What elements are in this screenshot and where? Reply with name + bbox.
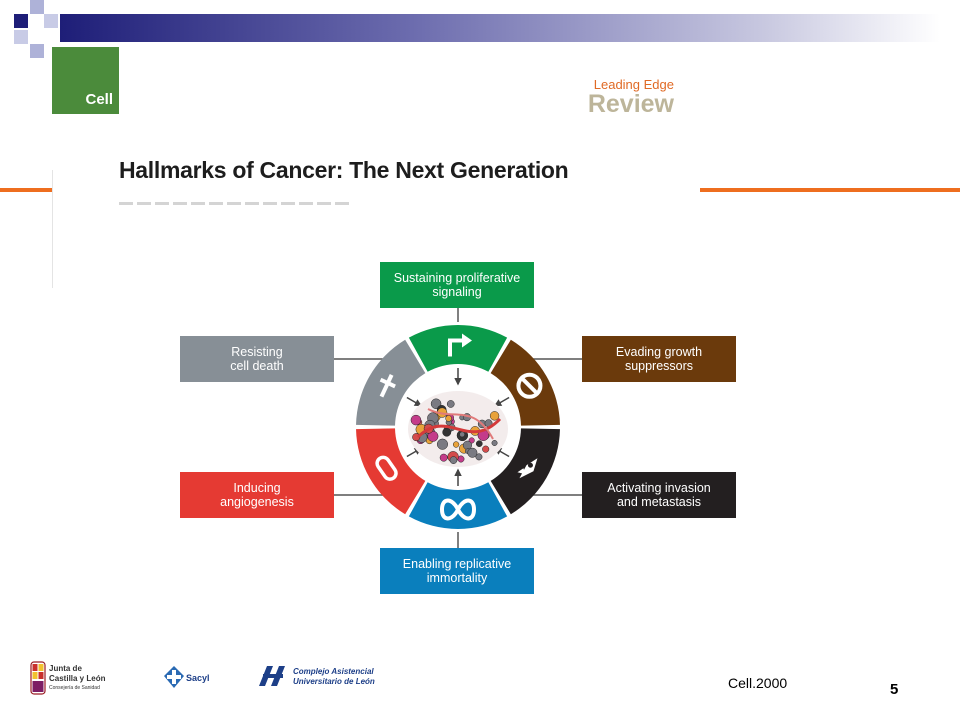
blood-vessel (427, 408, 494, 440)
tumor-cell (452, 441, 460, 448)
tumor-cell (446, 400, 455, 408)
connector-lines (334, 308, 582, 548)
sacyl-logo: Sacyl (162, 664, 222, 692)
hallmark-label-angiogenesis: angiogenesis (220, 495, 294, 509)
tumor-cell (475, 453, 483, 461)
sacyl-label: Sacyl (186, 673, 210, 683)
tumor-cell (442, 427, 452, 437)
tumor-cell (410, 414, 422, 426)
hallmark-box-cell-death (180, 336, 334, 382)
dagger-icon (379, 374, 396, 398)
author-line (119, 202, 349, 205)
logo3-line2: Universitario de León (293, 677, 375, 686)
corner-square (44, 14, 58, 28)
orange-rule-left (0, 188, 60, 192)
orange-rule-right (700, 188, 960, 192)
tumor-cell (449, 456, 458, 464)
rocket-icon (517, 458, 538, 479)
hallmark-label-immortality: immortality (427, 571, 488, 585)
cell-journal-logo: Cell (52, 47, 119, 114)
hallmark-label-proliferative: Sustaining proliferative (394, 271, 521, 285)
article-title: Hallmarks of Cancer: The Next Generation (119, 157, 569, 183)
title-gradient-bar (60, 14, 940, 42)
tumor-cell (467, 447, 478, 458)
tumor-cell (489, 411, 500, 421)
hallmark-label-growth-suppressors: Evading growth (616, 345, 702, 359)
section-label: Leading Edge (593, 77, 674, 92)
inward-arrow-growth-suppressors (493, 396, 510, 407)
tumor-cell (475, 440, 483, 447)
logo1-line1: Junta de (49, 664, 82, 673)
corner-square (30, 0, 44, 14)
hallmark-label-growth-suppressors: suppressors (625, 359, 693, 373)
signal-arrow-icon (448, 333, 472, 357)
article-edge (52, 170, 53, 288)
logo1-line2: Castilla y León (49, 674, 106, 683)
ring-icons (375, 333, 543, 521)
corner-square (14, 14, 28, 28)
caul-mark-icon (259, 666, 285, 686)
tumor-cell (459, 431, 465, 438)
hallmark-boxes: Sustaining proliferativesignalingEvading… (180, 262, 736, 594)
hallmark-label-immortality: Enabling replicative (403, 557, 511, 571)
infinity-icon (439, 498, 477, 521)
article-header: Cell Leading Edge Review Hallmarks of Ca… (52, 47, 688, 287)
tumor-cell (445, 415, 452, 422)
complejo-asistencial-logo: Complejo Asistencial Universitario de Le… (257, 664, 377, 690)
inward-arrow-cell-death (406, 396, 423, 407)
hallmark-box-proliferative (380, 262, 534, 308)
corner-square (30, 44, 44, 58)
hallmark-box-growth-suppressors (582, 336, 736, 382)
sacyl-mark-icon (164, 666, 184, 688)
tumor-cell (491, 440, 498, 446)
prohibit-icon (516, 372, 543, 399)
tumor-cell (482, 445, 490, 453)
hallmark-box-angiogenesis (180, 472, 334, 518)
tumor-cell (439, 453, 448, 462)
blood-vessel (416, 417, 502, 439)
test-tube-icon (375, 455, 398, 481)
hallmark-box-immortality (380, 548, 534, 594)
hallmark-label-angiogenesis: Inducing (233, 481, 280, 495)
section-title: Review (587, 90, 674, 118)
page-number: 5 (890, 681, 899, 698)
logo1-line3: Consejería de Sanidad (49, 685, 100, 691)
corner-square (14, 30, 28, 44)
hallmark-label-cell-death: Resisting (231, 345, 282, 359)
logo3-line1: Complejo Asistencial (293, 667, 374, 676)
hallmark-box-invasion (582, 472, 736, 518)
tumor-cell-cluster (408, 391, 508, 467)
hallmark-label-proliferative: signaling (432, 285, 481, 299)
ring-segment-angiogenesis (356, 428, 426, 515)
ring-segment-proliferative (408, 325, 508, 372)
hallmark-label-cell-death: cell death (230, 359, 284, 373)
coat-of-arms-icon (30, 661, 46, 695)
junta-castilla-leon-logo: Junta de Castilla y León Consejería de S… (30, 659, 120, 699)
hallmark-label-invasion: Activating invasion (607, 481, 711, 495)
tumor-cell (436, 438, 449, 450)
citation: Cell.2000 (728, 675, 788, 691)
hallmark-label-invasion: and metastasis (617, 495, 701, 509)
